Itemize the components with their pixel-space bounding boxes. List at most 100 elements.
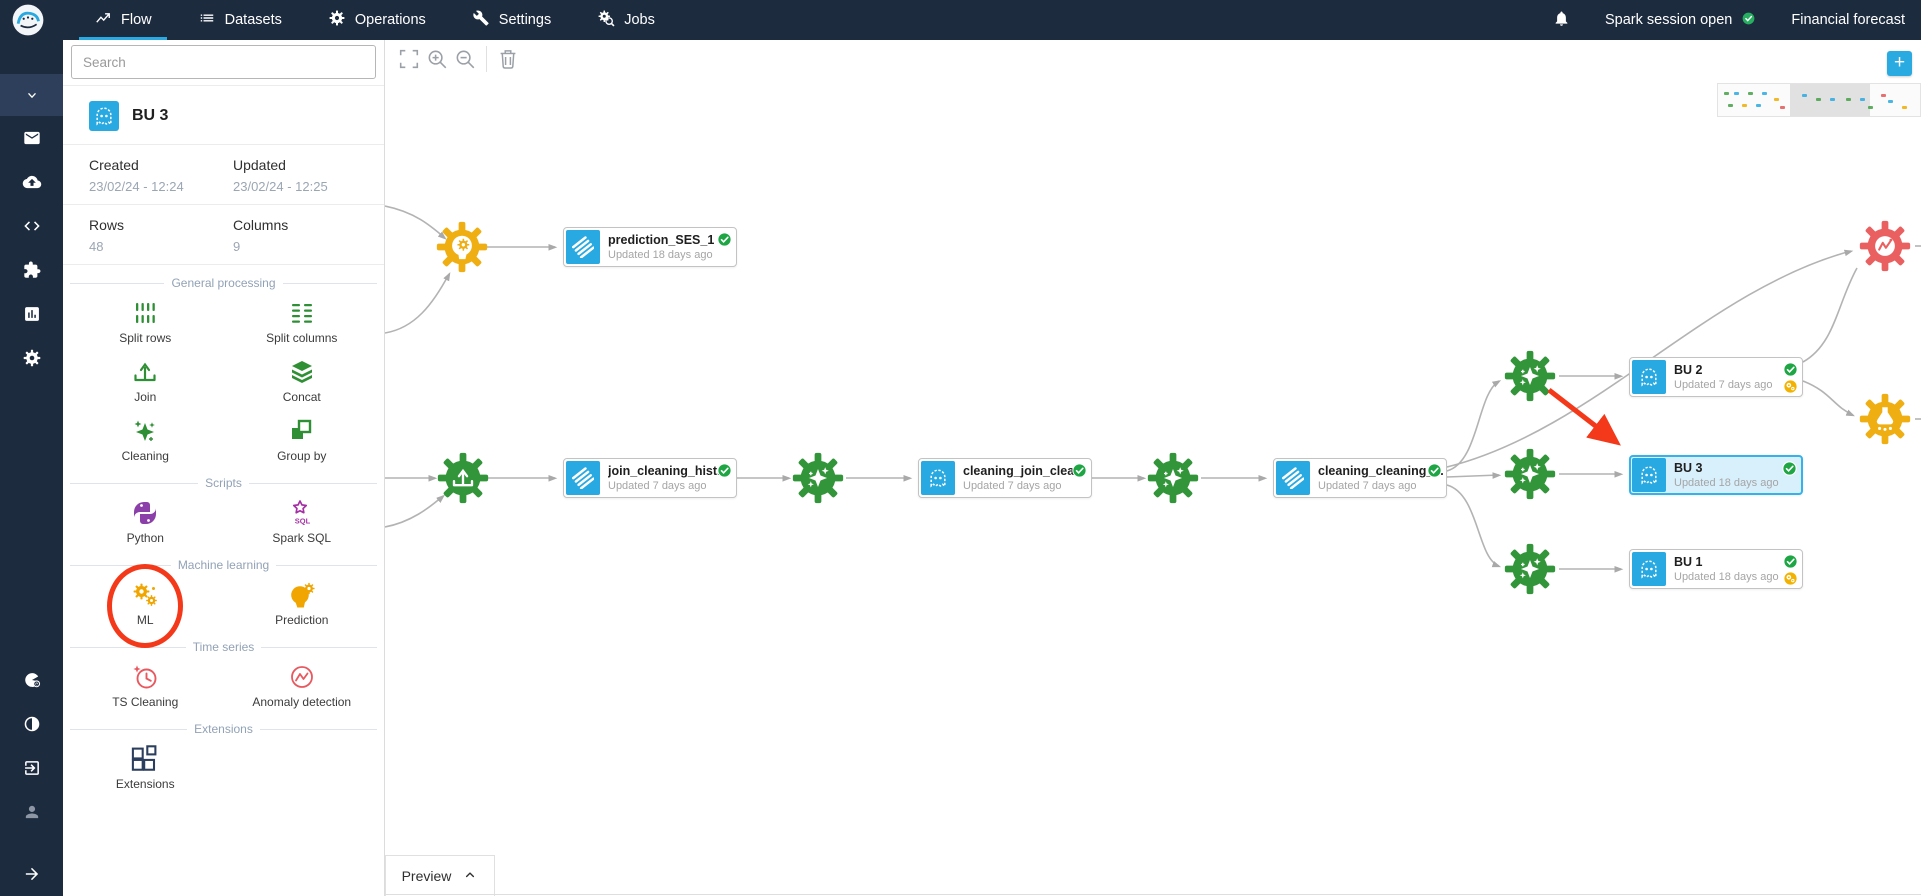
minimap-node-dot xyxy=(1774,98,1779,101)
section-title-label: Time series xyxy=(192,640,255,654)
dataset-stack-icon xyxy=(566,461,600,495)
notifications-bell-icon[interactable] xyxy=(1552,9,1571,32)
node-subtitle: Updated 7 days ago xyxy=(608,479,707,492)
ghost-icon xyxy=(89,101,119,131)
tab-settings[interactable]: Settings xyxy=(449,0,574,40)
minimap-node-dot xyxy=(1780,106,1785,109)
rail-item-cloud-upload[interactable] xyxy=(0,160,63,204)
tool-ml[interactable]: ML xyxy=(67,564,224,648)
gear-prediction-gear-g-prediction[interactable] xyxy=(435,220,489,274)
gear-join-gear-g-join[interactable] xyxy=(436,451,490,505)
section-title-extensions: Extensions xyxy=(63,722,384,736)
rail-item-caret-down[interactable] xyxy=(0,74,63,116)
node-badges xyxy=(1783,362,1798,394)
rail-item-puzzle[interactable] xyxy=(0,248,63,292)
tool-prediction[interactable]: Prediction xyxy=(224,581,381,627)
gear-cleaning-gear-g-clean-4[interactable] xyxy=(1503,447,1557,501)
gear-anomaly-gear-g-anomaly[interactable] xyxy=(1858,219,1912,273)
rail-item-exit[interactable] xyxy=(0,746,63,790)
tool-label: Split columns xyxy=(266,331,338,345)
zoom-in-button[interactable] xyxy=(423,43,451,75)
annotation-arrow xyxy=(1547,388,1621,446)
jobs-icon xyxy=(597,9,615,31)
created-label: Created xyxy=(89,157,139,173)
rail-item-user[interactable] xyxy=(0,790,63,834)
tool-label: Python xyxy=(126,531,164,545)
gear-cleaning-gear-g-clean-3[interactable] xyxy=(1503,349,1557,403)
minimap-node-dot xyxy=(1881,94,1886,97)
svg-text:SQL: SQL xyxy=(295,517,311,526)
node-title: join_cleaning_hist... xyxy=(608,463,728,478)
tab-operations[interactable]: Operations xyxy=(305,0,449,40)
tab-flow[interactable]: Flow xyxy=(71,0,175,40)
app-logo-icon xyxy=(11,3,45,37)
rail-item-code[interactable] xyxy=(0,204,63,248)
tool-concat[interactable]: Concat xyxy=(224,358,381,404)
bottom-divider xyxy=(63,894,1921,895)
minimap-node-dot xyxy=(1802,94,1807,97)
gear-cleaning-gear-g-clean-5[interactable] xyxy=(1503,542,1557,596)
tool-python[interactable]: Python xyxy=(67,499,224,545)
tool-grid: Extensions xyxy=(63,743,384,795)
updated-label: Updated xyxy=(233,157,286,173)
rail-item-gear[interactable] xyxy=(0,336,63,380)
rail-item-arrow-right[interactable] xyxy=(0,852,63,896)
columns-label: Columns xyxy=(233,217,289,233)
tool-split-rows[interactable]: Split rows xyxy=(67,299,224,345)
rail-item-bar-chart[interactable] xyxy=(0,292,63,336)
node-cleaning-cleaning[interactable]: cleaning_cleaning_...Updated 7 days ago xyxy=(1273,458,1447,498)
fit-screen-button[interactable] xyxy=(395,43,423,75)
rail-item-pie-e[interactable]: e xyxy=(0,658,63,702)
gear-cleaning-gear-g-clean-2[interactable] xyxy=(1146,451,1200,505)
node-title: BU 3 xyxy=(1674,460,1703,475)
node-join-cleaning-hist[interactable]: join_cleaning_hist...Updated 7 days ago xyxy=(563,458,737,498)
minimap[interactable] xyxy=(1717,83,1921,117)
dataset-shape: Rows Columns 48 9 xyxy=(63,205,384,265)
project-name: Financial forecast xyxy=(1791,12,1905,28)
tool-group-by[interactable]: Group by xyxy=(224,417,381,463)
trash-button[interactable] xyxy=(494,43,522,75)
zoom-out-button[interactable] xyxy=(451,43,479,75)
spark-sql-icon: SQL xyxy=(289,499,315,527)
left-icon-rail: e xyxy=(0,40,63,896)
tool-join[interactable]: Join xyxy=(67,358,224,404)
preview-tab[interactable]: Preview xyxy=(385,855,495,896)
node-cleaning-join-clea[interactable]: cleaning_join_clea...Updated 7 days ago xyxy=(918,458,1092,498)
gear-ml-lab-gear-g-ml-lab[interactable] xyxy=(1858,392,1912,446)
tool-ts-cleaning[interactable]: TS Cleaning xyxy=(67,663,224,709)
minimap-node-dot xyxy=(1742,104,1747,107)
minimap-node-dot xyxy=(1868,106,1873,109)
rail-item-mail[interactable] xyxy=(0,116,63,160)
created-value: 23/02/24 - 12:24 xyxy=(89,179,184,194)
minimap-node-dot xyxy=(1860,98,1865,101)
tab-datasets[interactable]: Datasets xyxy=(175,0,305,40)
ghost-icon xyxy=(1632,458,1666,492)
success-check-icon xyxy=(717,232,732,247)
tool-anomaly-detection[interactable]: Anomaly detection xyxy=(224,663,381,709)
operations-icon xyxy=(328,9,346,31)
section-title-scripts: Scripts xyxy=(63,476,384,490)
tool-split-columns[interactable]: Split columns xyxy=(224,299,381,345)
tool-cleaning[interactable]: Cleaning xyxy=(67,417,224,463)
minimap-node-dot xyxy=(1724,92,1729,95)
tab-jobs[interactable]: Jobs xyxy=(574,0,678,40)
rail-item-contrast[interactable] xyxy=(0,702,63,746)
success-check-icon xyxy=(1783,362,1798,377)
success-check-icon xyxy=(1427,463,1442,478)
tool-extensions[interactable]: Extensions xyxy=(67,745,224,791)
gear-cleaning-gear-g-clean-1[interactable] xyxy=(791,451,845,505)
add-button[interactable]: + xyxy=(1887,51,1912,76)
search-input[interactable] xyxy=(71,45,376,79)
nav-right: Spark session open Financial forecast xyxy=(1552,9,1921,32)
